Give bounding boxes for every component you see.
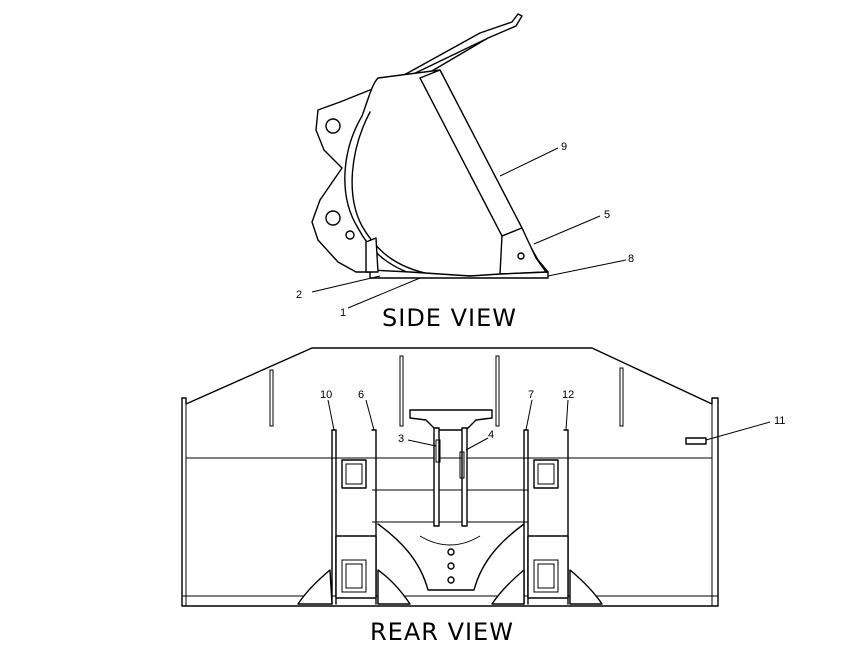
rear-gusset-far-left: [297, 569, 333, 605]
rear-view-leaders: [327, 399, 771, 451]
callout-6: 6: [358, 389, 364, 401]
side-view-leaders: [311, 147, 627, 309]
rear-view-title: REAR VIEW: [370, 618, 514, 646]
callout-11: 11: [774, 415, 785, 427]
side-wear-plate: [499, 227, 547, 275]
side-skid: [365, 237, 379, 273]
callout-12: 12: [562, 389, 574, 401]
callout-1: 1: [340, 307, 346, 319]
callout-4: 4: [488, 429, 494, 441]
side-view-title: SIDE VIEW: [382, 304, 517, 332]
callout-10: 10: [320, 389, 332, 401]
callout-3: 3: [398, 433, 404, 445]
rear-view-drawing: [181, 347, 719, 607]
rear-center-hitch: [377, 523, 525, 591]
side-pin-hole-lower: [325, 210, 341, 226]
callout-9: 9: [561, 141, 567, 153]
rear-bucket-outline: [181, 347, 719, 607]
side-view-drawing: [311, 13, 549, 279]
side-pin-hole-upper: [325, 118, 341, 134]
callout-8: 8: [628, 253, 634, 265]
rear-gusset-right: [491, 569, 525, 605]
rear-center-t-bracket: [409, 409, 493, 431]
rear-rod-left: [433, 427, 440, 527]
side-lever-arm: [394, 13, 523, 81]
rear-gusset-far-right: [569, 569, 603, 605]
callout-7: 7: [528, 389, 534, 401]
rear-gusset-left: [377, 569, 411, 605]
rear-tag-plate: [685, 437, 707, 445]
callout-5: 5: [604, 209, 610, 221]
callout-2: 2: [296, 289, 302, 301]
side-cutting-edge: [369, 269, 549, 279]
